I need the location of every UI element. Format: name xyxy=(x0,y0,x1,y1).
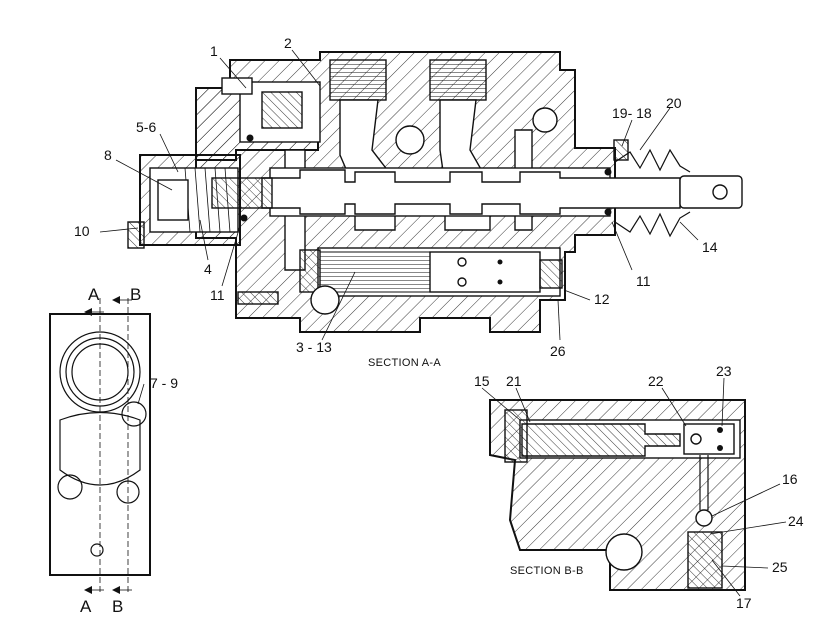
spool-hole-2 xyxy=(457,277,467,287)
spool-hole-3 xyxy=(497,259,503,265)
grease-fitting xyxy=(613,139,629,161)
body-hole-right xyxy=(532,107,558,133)
callout-26: 26 xyxy=(550,343,566,359)
spool-hole-4 xyxy=(497,279,503,285)
end-view-letter-a-top: A xyxy=(88,285,100,304)
clevis-pin-hole xyxy=(712,184,728,200)
callout-23: 23 xyxy=(716,363,732,379)
section-b-seal-top xyxy=(717,427,723,433)
end-view-outline xyxy=(49,313,151,576)
port-threads-left xyxy=(329,59,387,101)
spool-clevis xyxy=(679,175,743,209)
section-b-spool xyxy=(521,423,681,457)
section-a-a-view xyxy=(127,51,743,333)
section-b-b-view xyxy=(489,399,746,591)
callout-16: 16 xyxy=(782,471,798,487)
end-view-port-left xyxy=(57,474,83,500)
callout-15: 15 xyxy=(474,373,490,389)
callout-5-6: 5-6 xyxy=(136,119,156,135)
callout-2: 2 xyxy=(284,35,292,51)
port-threads-right xyxy=(429,59,487,101)
section-b-seal-bottom xyxy=(717,445,723,451)
callout-12: 12 xyxy=(594,291,610,307)
lower-plug-end xyxy=(539,259,563,289)
section-b-check-ball xyxy=(695,509,713,527)
arrow-a-top xyxy=(84,308,92,316)
callout-10: 10 xyxy=(74,223,90,239)
end-view-boss xyxy=(59,411,141,486)
end-view-small-hole xyxy=(90,543,104,557)
callout-17: 17 xyxy=(736,595,752,611)
arrow-b-bottom xyxy=(112,586,120,594)
callout-25: 25 xyxy=(772,559,788,575)
end-view-port-right xyxy=(121,401,147,427)
dust-boot xyxy=(614,148,691,238)
seal-bottom-right xyxy=(604,208,612,216)
callout-22: 22 xyxy=(648,373,664,389)
section-b-ball xyxy=(690,433,702,445)
callout-19-18: 19- 18 xyxy=(612,105,652,121)
lower-left-plug xyxy=(299,249,321,293)
end-view xyxy=(49,296,151,594)
callout-8: 8 xyxy=(104,147,112,163)
section-b-end-plug xyxy=(504,409,528,463)
lower-check-spool xyxy=(429,251,541,293)
leader-lines xyxy=(99,49,787,597)
relief-seal xyxy=(246,134,254,142)
body-hole-center xyxy=(395,125,425,155)
arrow-b-top xyxy=(112,296,120,304)
relief-valve-poppet xyxy=(261,91,303,129)
end-view-letter-a-bottom: A xyxy=(80,597,92,616)
callout-11-left: 11 xyxy=(210,287,225,303)
lower-plug-thread xyxy=(319,251,431,293)
callout-21: 21 xyxy=(506,373,522,389)
end-view-letter-b-top: B xyxy=(130,285,141,304)
retainer-bolt xyxy=(157,179,189,221)
section-b-b-title: SECTION B-B xyxy=(510,565,584,577)
callout-3-13: 3 - 13 xyxy=(296,339,332,355)
callout-20: 20 xyxy=(666,95,682,111)
main-spool xyxy=(261,169,681,215)
callout-11-right: 11 xyxy=(636,273,651,289)
callout-4: 4 xyxy=(204,261,212,277)
callout-7-9: 7 - 9 xyxy=(150,375,178,391)
relief-plug xyxy=(221,77,253,95)
callout-24: 24 xyxy=(788,513,804,529)
arrow-a-bottom xyxy=(84,586,92,594)
callout-14: 14 xyxy=(702,239,718,255)
section-b-hole xyxy=(605,533,643,571)
mount-bolt xyxy=(237,291,279,305)
section-b-lower-plug xyxy=(687,531,723,589)
spool-end-retainer xyxy=(211,177,273,209)
end-cap-bolt xyxy=(127,221,145,249)
spool-hole-1 xyxy=(457,257,467,267)
end-view-letter-b-bottom: B xyxy=(112,597,123,616)
callout-1: 1 xyxy=(210,43,218,59)
body-hole-lower xyxy=(310,285,340,315)
seal-left xyxy=(240,214,248,222)
section-a-a-title: SECTION A-A xyxy=(368,357,441,369)
seal-top-right xyxy=(604,168,612,176)
